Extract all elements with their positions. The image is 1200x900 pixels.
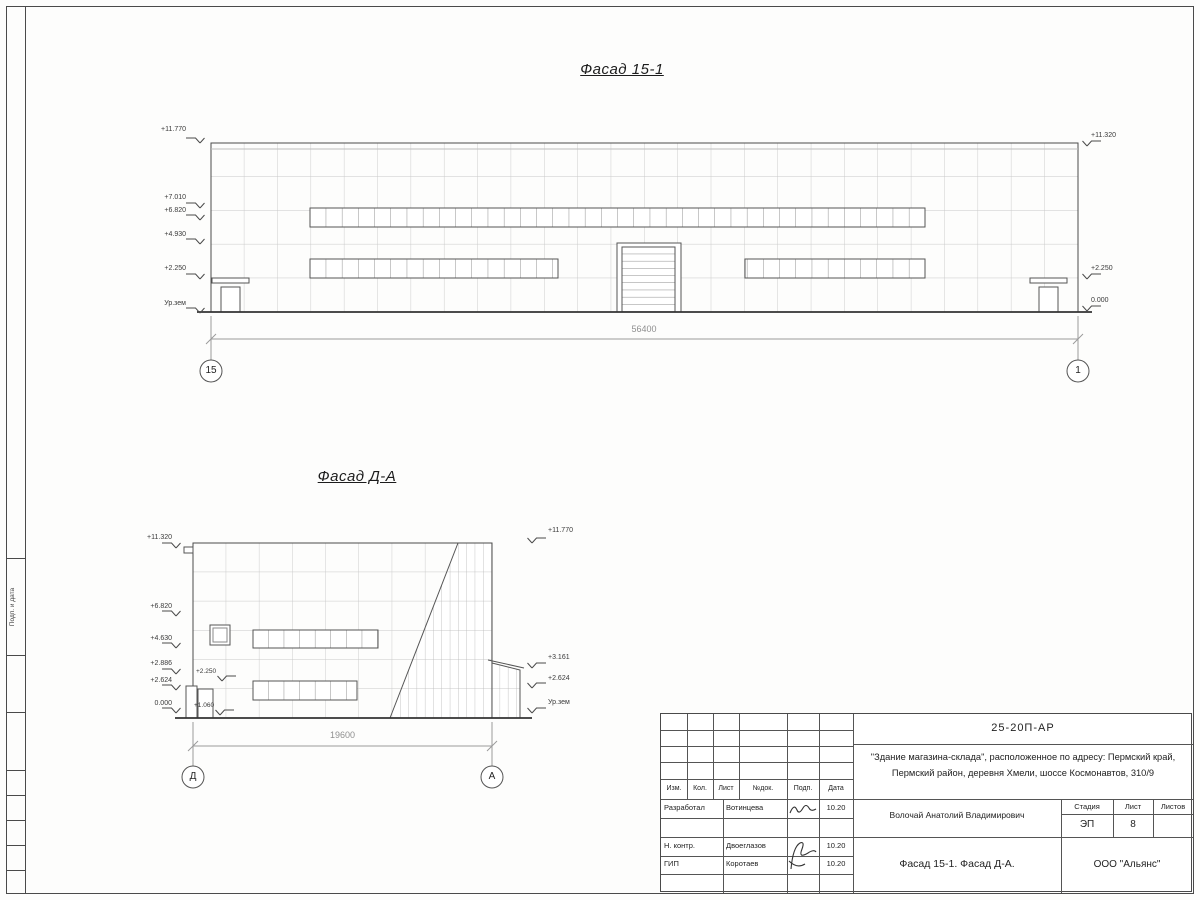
- elevation-mark: +11.320: [147, 534, 172, 541]
- col-header-ndok: №док.: [752, 785, 774, 792]
- elevation-mark: +11.320: [1091, 132, 1116, 139]
- elevation-mark: 0.000: [154, 700, 172, 707]
- elevation-mark: +2.624: [150, 677, 172, 684]
- stage-value: ЭП: [1079, 819, 1095, 830]
- date-cell: 10.20: [826, 803, 846, 812]
- elevation-mark: +3.161: [548, 654, 570, 661]
- axis-label-1: 1: [1075, 365, 1081, 376]
- role-razrabotal: Разработал: [664, 803, 705, 812]
- axis-label-a: А: [488, 771, 496, 782]
- axis-label-15: 15: [205, 365, 217, 376]
- sheet-border: [6, 6, 1194, 894]
- elevation-mark: +6.820: [150, 603, 172, 610]
- name-dvoeglazov: Двоеглазов: [726, 841, 766, 850]
- elevation-mark: +11.770: [161, 126, 186, 133]
- facade-da-title: Фасад Д-А: [317, 468, 397, 485]
- role-nkontr: Н. контр.: [664, 841, 695, 850]
- axis-bubble-d: [181, 765, 205, 789]
- facade-15-1-drawing: [185, 137, 1102, 383]
- drawing-title: Фасад 15-1. Фасад Д-А.: [899, 858, 1015, 870]
- dimension-label: 19600: [329, 730, 356, 740]
- name-votintseva: Вотинцева: [726, 803, 764, 812]
- elevation-mark: +4.630: [150, 635, 172, 642]
- axis-label-d: Д: [189, 771, 197, 782]
- facade-da-drawing: [161, 537, 547, 789]
- axis-bubble-1: [1066, 359, 1090, 383]
- project-address-line1: "Здание магазина-склада", расположенное …: [870, 752, 1176, 762]
- signature-korotaev: [788, 842, 817, 870]
- elevation-mark: 0.000: [1091, 297, 1109, 304]
- title-block: 25-20П-АР "Здание магазина-склада", расп…: [660, 713, 1193, 893]
- elevation-mark: +7.010: [164, 194, 186, 201]
- signature-votintseva: [789, 804, 817, 814]
- name-korotaev: Коротаев: [726, 859, 759, 868]
- dimension-label: 56400: [631, 324, 657, 334]
- elevation-mark: +6.820: [164, 207, 186, 214]
- doc-number: 25-20П-АР: [991, 722, 1055, 734]
- elevation-mark: +2.886: [150, 660, 172, 667]
- date-cell: 10.20: [826, 841, 846, 850]
- frame-left-line: [25, 6, 26, 894]
- sheet-number: 8: [1130, 819, 1136, 830]
- elevation-mark: +11.770: [548, 527, 573, 534]
- elevation-mark: Ур.зем: [164, 300, 186, 307]
- col-header-data: Дата: [828, 785, 844, 792]
- col-header-podp: Подп.: [793, 785, 813, 792]
- facade-15-1-title: Фасад 15-1: [580, 61, 664, 78]
- facade-15-1-dimension-lines: [205, 316, 1084, 360]
- sheets-header: Листов: [1160, 802, 1186, 811]
- facade-da-dimension-lines: [187, 722, 498, 766]
- elevation-mark: +1.060: [194, 702, 215, 709]
- approver-name: Волочай Анатолий Владимирович: [889, 810, 1025, 820]
- elevation-mark: +2.624: [548, 675, 570, 682]
- date-cell: 10.20: [826, 859, 846, 868]
- elevation-mark: +2.250: [164, 265, 186, 272]
- col-header-izm: Изм.: [666, 785, 682, 792]
- axis-bubble-a: [480, 765, 504, 789]
- project-address-line2: Пермский район, деревня Хмели, шоссе Кос…: [891, 768, 1155, 778]
- company-name: ООО "Альянс": [1093, 859, 1161, 870]
- col-header-list: Лист: [718, 785, 734, 792]
- elevation-mark: +2.250: [196, 668, 217, 675]
- elevation-mark: +4.930: [164, 231, 186, 238]
- sheet-header: Лист: [1124, 802, 1142, 811]
- role-gip: ГИП: [664, 859, 679, 868]
- elevation-mark: Ур.зем: [548, 699, 570, 706]
- stage-header: Стадия: [1074, 802, 1100, 811]
- elevation-mark: +2.250: [1091, 265, 1113, 272]
- col-header-kol: Кол.: [693, 785, 707, 792]
- axis-bubble-15: [199, 359, 223, 383]
